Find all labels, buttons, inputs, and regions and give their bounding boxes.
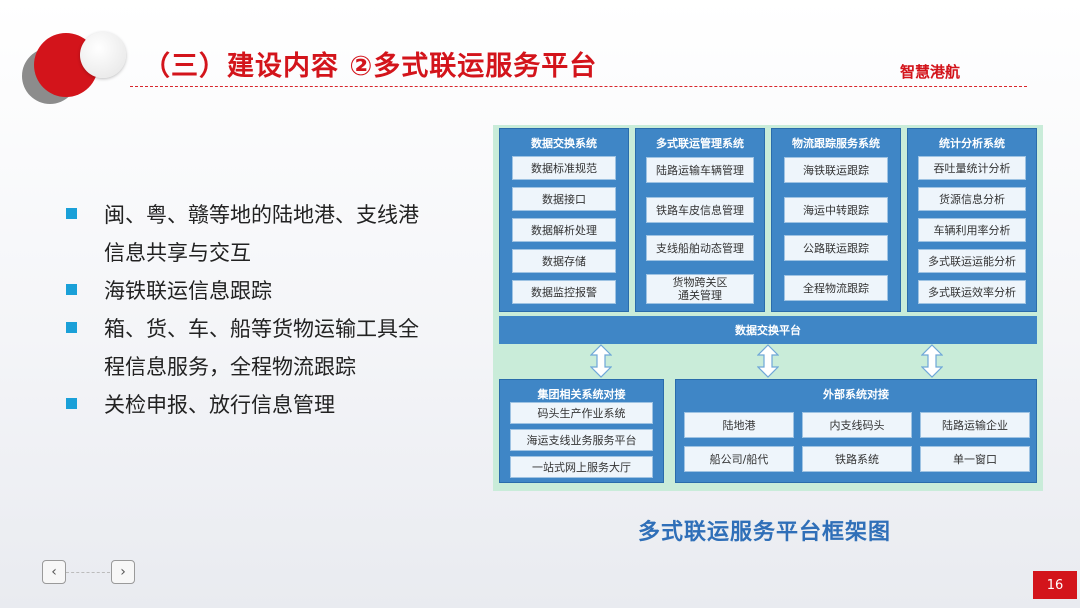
module-box: 陆路运输车辆管理 — [646, 157, 754, 183]
module-box: 海运中转跟踪 — [784, 197, 888, 223]
module-box: 车辆利用率分析 — [918, 218, 1026, 242]
column-title: 数据交换系统 — [531, 137, 597, 150]
module-box: 陆路运输企业 — [920, 412, 1030, 438]
module-box: 数据存储 — [512, 249, 616, 273]
diagram-caption: 多式联运服务平台框架图 — [638, 520, 892, 545]
bullet-square-icon — [66, 398, 77, 409]
bullet-line: 信息共享与交互 — [104, 241, 251, 265]
next-slide-button[interactable]: › — [111, 560, 135, 584]
bullet-line: 程信息服务，全程物流跟踪 — [104, 355, 356, 379]
module-box: 码头生产作业系统 — [510, 402, 653, 424]
bullet-square-icon — [66, 284, 77, 295]
double-arrow-icon — [921, 344, 943, 378]
page-number-badge: 16 — [1033, 571, 1077, 599]
module-box: 数据解析处理 — [512, 218, 616, 242]
bullet-square-icon — [66, 322, 77, 333]
bullet-item: 闽、粤、赣等地的陆地港、支线港 信息共享与交互 — [60, 196, 480, 272]
group-title: 集团相关系统对接 — [537, 388, 626, 401]
bullet-square-icon — [66, 208, 77, 219]
module-box: 数据监控报警 — [512, 280, 616, 304]
module-box: 多式联运效率分析 — [918, 280, 1026, 304]
slide-title: （三）建设内容 ②多式联运服务平台 — [143, 51, 598, 82]
module-box: 多式联运运能分析 — [918, 249, 1026, 273]
column-title: 物流跟踪服务系统 — [792, 137, 880, 150]
module-box: 支线船舶动态管理 — [646, 235, 754, 261]
column-statistics-analysis-system: 统计分析系统 吞吐量统计分析 货源信息分析 车辆利用率分析 多式联运运能分析 多… — [907, 128, 1037, 312]
column-logistics-tracking-system: 物流跟踪服务系统 海铁联运跟踪 海运中转跟踪 公路联运跟踪 全程物流跟踪 — [771, 128, 901, 312]
logo — [22, 28, 132, 108]
module-box: 货物跨关区 通关管理 — [646, 274, 754, 304]
module-box: 全程物流跟踪 — [784, 275, 888, 301]
module-box: 数据标准规范 — [512, 156, 616, 180]
module-box: 铁路系统 — [802, 446, 912, 472]
bullet-line: 关检申报、放行信息管理 — [104, 393, 335, 417]
bullet-line: 箱、货、车、船等货物运输工具全 — [104, 317, 419, 341]
chevron-right-icon: › — [120, 564, 126, 580]
module-box: 内支线码头 — [802, 412, 912, 438]
chevron-left-icon: ‹ — [51, 564, 57, 580]
double-arrow-icon — [590, 344, 612, 378]
framework-diagram: 数据交换系统 数据标准规范 数据接口 数据解析处理 数据存储 数据监控报警 多式… — [493, 125, 1043, 491]
column-data-exchange-system: 数据交换系统 数据标准规范 数据接口 数据解析处理 数据存储 数据监控报警 — [499, 128, 629, 312]
prev-slide-button[interactable]: ‹ — [42, 560, 66, 584]
module-box: 海铁联运跟踪 — [784, 157, 888, 183]
module-box: 货源信息分析 — [918, 187, 1026, 211]
double-arrow-icon — [757, 344, 779, 378]
nav-divider — [66, 572, 110, 573]
bullet-item: 海铁联运信息跟踪 — [60, 272, 480, 310]
module-box: 数据接口 — [512, 187, 616, 211]
module-box: 公路联运跟踪 — [784, 235, 888, 261]
logo-white-circle — [80, 32, 126, 78]
group-system-integration: 集团相关系统对接 码头生产作业系统 海运支线业务服务平台 一站式网上服务大厅 — [499, 379, 664, 483]
module-box: 陆地港 — [684, 412, 794, 438]
module-box: 铁路车皮信息管理 — [646, 197, 754, 223]
module-box: 一站式网上服务大厅 — [510, 456, 653, 478]
column-title: 统计分析系统 — [939, 137, 1005, 150]
brand-label: 智慧港航 — [900, 63, 961, 81]
module-box: 吞吐量统计分析 — [918, 156, 1026, 180]
data-exchange-platform-bar: 数据交换平台 — [499, 316, 1037, 344]
module-box: 单一窗口 — [920, 446, 1030, 472]
module-box: 海运支线业务服务平台 — [510, 429, 653, 451]
column-title: 多式联运管理系统 — [656, 137, 744, 150]
title-divider — [130, 86, 1027, 87]
bullet-line: 闽、粤、赣等地的陆地港、支线港 — [104, 203, 419, 227]
bullet-line: 海铁联运信息跟踪 — [104, 279, 272, 303]
module-box: 船公司/船代 — [684, 446, 794, 472]
bullet-item: 箱、货、车、船等货物运输工具全 程信息服务，全程物流跟踪 — [60, 310, 480, 386]
group-title: 外部系统对接 — [823, 388, 889, 401]
external-system-integration: 外部系统对接 陆地港 内支线码头 陆路运输企业 船公司/船代 铁路系统 单一窗口 — [675, 379, 1037, 483]
bullet-item: 关检申报、放行信息管理 — [60, 386, 480, 424]
column-multimodal-management-system: 多式联运管理系统 陆路运输车辆管理 铁路车皮信息管理 支线船舶动态管理 货物跨关… — [635, 128, 765, 312]
bullet-list: 闽、粤、赣等地的陆地港、支线港 信息共享与交互 海铁联运信息跟踪 箱、货、车、船… — [60, 196, 480, 424]
